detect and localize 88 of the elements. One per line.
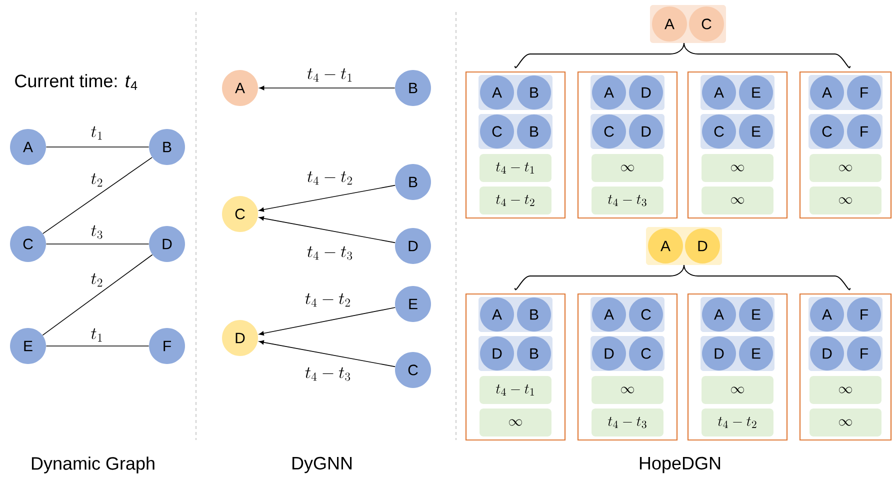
edge-label: $t_2$ (90, 272, 104, 288)
panel-title: Dynamic Graph (32, 456, 154, 474)
graph-node: B (517, 114, 551, 148)
graph-node: E (10, 328, 46, 364)
edge-label: $t_4 - t_2$ (304, 292, 352, 308)
graph-node: D (592, 336, 626, 370)
graph-node: D (222, 320, 258, 356)
graph-node: A (702, 76, 736, 110)
edge-label: $t_3$ (90, 224, 104, 240)
graph-node: D (629, 76, 663, 110)
arrow (258, 216, 396, 244)
time-cell: $\infty$ (702, 154, 774, 182)
graph-node: A (810, 76, 844, 110)
arrow (258, 340, 396, 368)
graph-node: F (847, 298, 881, 332)
time-cell: $\infty$ (480, 408, 552, 436)
edge-line (42, 157, 152, 234)
graph-node: E (739, 76, 773, 110)
graph-node: F (149, 328, 185, 364)
graph-node: E (739, 298, 773, 332)
time-cell: $\infty$ (592, 154, 664, 182)
graph-node: C (480, 114, 514, 148)
graph-node: B (395, 164, 431, 200)
graph-node: D (702, 336, 736, 370)
graph-node: A (652, 6, 687, 42)
graph-node: A (702, 298, 736, 332)
time-cell: $t_4 - t_3$ (592, 408, 664, 436)
graph-node: A (480, 76, 514, 110)
graph-node: A (810, 298, 844, 332)
graph-node: E (739, 336, 773, 370)
graph-node: D (149, 226, 185, 262)
graph-node: C (810, 114, 844, 148)
current-time-label: Current time: t$_{4}$ (15, 74, 138, 90)
graph-node: A (222, 70, 258, 106)
arrow (258, 307, 396, 336)
time-cell: $t_4 - t_2$ (702, 408, 774, 436)
edge-label: $t_4 - t_2$ (306, 170, 354, 186)
graph-node: B (517, 76, 551, 110)
graph-node: D (629, 114, 663, 148)
graph-node: E (395, 286, 431, 322)
time-cell: $t_4 - t_3$ (592, 186, 664, 214)
panel-title: DyGNN (292, 456, 352, 474)
time-cell: $\infty$ (810, 376, 882, 404)
graph-node: C (629, 298, 663, 332)
time-cell: $\infty$ (810, 408, 882, 436)
graph-node: C (10, 226, 46, 262)
edge-line (46, 146, 150, 148)
time-cell: $\infty$ (810, 186, 882, 214)
graph-node: F (847, 336, 881, 370)
graph-node: C (702, 114, 736, 148)
panel-title: HopeDGN (640, 456, 720, 474)
time-cell: $\infty$ (702, 376, 774, 404)
edge-line (42, 254, 153, 336)
arrow (258, 184, 396, 212)
graph-node: A (10, 129, 46, 165)
graph-node: C (222, 196, 258, 232)
graph-node: F (847, 76, 881, 110)
graph-node: A (648, 228, 683, 264)
graph-node: A (592, 298, 626, 332)
graph-node: B (395, 70, 431, 106)
edge-label: $t_1$ (90, 327, 104, 343)
time-cell: $t_4 - t_1$ (480, 376, 552, 404)
graph-node: E (739, 114, 773, 148)
graph-node: A (480, 298, 514, 332)
arrow (259, 86, 396, 90)
edge-label: $t_2$ (90, 172, 104, 188)
graph-node: A (592, 76, 626, 110)
time-cell: $\infty$ (592, 376, 664, 404)
graph-node: D (810, 336, 844, 370)
time-cell: $\infty$ (702, 186, 774, 214)
time-cell: $\infty$ (810, 154, 882, 182)
graph-node: D (685, 228, 720, 264)
graph-node: B (517, 336, 551, 370)
edge-label: $t_4 - t_3$ (304, 366, 352, 382)
edge-label: $t_4 - t_3$ (306, 245, 354, 261)
graph-node: B (149, 129, 185, 165)
graph-node: C (592, 114, 626, 148)
edge-label: $t_1$ (90, 125, 104, 141)
edge-label: $t_4 - t_1$ (306, 67, 354, 83)
graph-node: C (689, 6, 724, 42)
graph-node: D (480, 336, 514, 370)
graph-node: B (517, 298, 551, 332)
time-cell: $t_4 - t_2$ (480, 186, 552, 214)
graph-node: D (395, 228, 431, 264)
graph-node: F (847, 114, 881, 148)
time-cell: $t_4 - t_1$ (480, 154, 552, 182)
graph-node: C (395, 352, 431, 388)
graph-node: C (629, 336, 663, 370)
